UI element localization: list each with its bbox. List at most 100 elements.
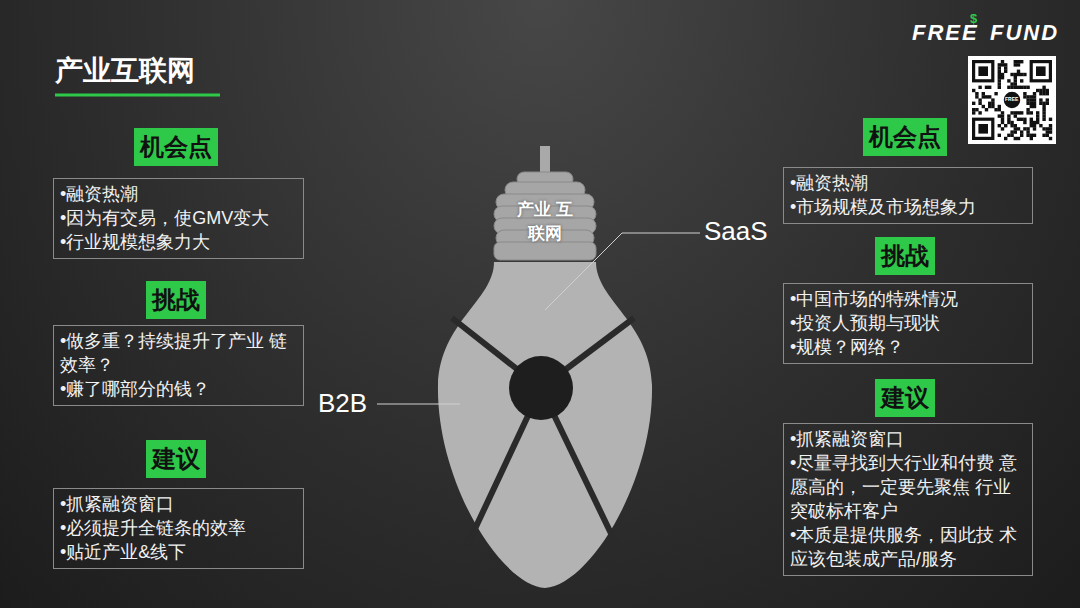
qr-module: [1014, 86, 1017, 89]
qr-module: [975, 95, 978, 98]
qr-module: [985, 95, 988, 98]
qr-module: [998, 82, 1001, 85]
part-label: SaaS: [704, 216, 768, 247]
qr-module: [1007, 118, 1010, 121]
qr-module: [988, 86, 991, 89]
section-heading-box: 挑战: [875, 237, 935, 275]
qr-module: [1014, 82, 1017, 85]
qr-module: [1046, 134, 1049, 137]
qr-logo: [1003, 91, 1021, 109]
qr-module: [1039, 102, 1042, 105]
qr-module: [1046, 98, 1049, 101]
qr-module: [1030, 102, 1033, 105]
qr-module: [1036, 121, 1039, 124]
qr-module: [1014, 137, 1017, 140]
qr-module: [1020, 130, 1023, 133]
qr-module: [1039, 89, 1042, 92]
qr-module: [982, 92, 985, 95]
bullet-list-box: •做多重？持续提升了产业 链效率？•赚了哪部分的钱？: [53, 325, 304, 406]
bullet-item: •投资人预期与现状: [790, 311, 1026, 335]
qr-module: [1036, 111, 1039, 114]
qr-module: [1020, 86, 1023, 89]
qr-module: [1023, 92, 1026, 95]
qr-module: [1042, 92, 1045, 95]
qr-module: [1007, 79, 1010, 82]
qr-module: [1014, 60, 1017, 63]
qr-module: [1020, 60, 1023, 63]
qr-module: [1023, 95, 1026, 98]
bulb-cap-label: 产业 互联网: [513, 198, 577, 246]
qr-module: [998, 76, 1001, 79]
qr-module: [1007, 134, 1010, 137]
qr-module: [985, 108, 988, 111]
section-heading-box: 机会点: [134, 128, 218, 166]
qr-module: [1010, 73, 1013, 76]
qr-module: [1001, 121, 1004, 124]
qr-module: [1049, 124, 1052, 127]
qr-module: [988, 105, 991, 108]
qr-module: [1007, 121, 1010, 124]
section-heading-box: 机会点: [863, 118, 947, 156]
qr-module: [1001, 76, 1004, 79]
heading-text: 挑战: [881, 239, 929, 273]
qr-module: [978, 98, 981, 101]
qr-module: [1046, 130, 1049, 133]
bullet-item: •规模？网络？: [790, 335, 1026, 359]
bullet-item: •贴近产业&线下: [60, 540, 297, 564]
qr-module: [1004, 63, 1007, 66]
bullet-item: •中国市场的特殊情况: [790, 287, 1026, 311]
qr-module: [1026, 98, 1029, 101]
title-underline: [55, 94, 220, 97]
qr-module: [1020, 73, 1023, 76]
qr-module: [1042, 86, 1045, 89]
qr-module: [1026, 111, 1029, 114]
qr-module: [1033, 95, 1036, 98]
qr-module: [1007, 86, 1010, 89]
qr-module: [978, 102, 981, 105]
bullet-list-box: •融资热潮•市场规模及市场想象力: [783, 167, 1033, 224]
logo-text: FUND: [990, 20, 1059, 46]
qr-module: [1001, 60, 1004, 63]
bullet-list-box: •抓紧融资窗口•必须提升全链条的效率•贴近产业&线下: [53, 488, 304, 569]
qr-finder: [978, 66, 988, 76]
qr-module: [975, 108, 978, 111]
qr-module: [1017, 111, 1020, 114]
qr-module: [998, 63, 1001, 66]
bullet-item: •赚了哪部分的钱？: [60, 377, 297, 401]
qr-module: [985, 86, 988, 89]
qr-finder: [1036, 66, 1046, 76]
qr-module: [1010, 134, 1013, 137]
section-heading-box: 建议: [146, 440, 206, 478]
qr-finder: [972, 60, 994, 82]
qr-module: [1014, 73, 1017, 76]
qr-module: [975, 92, 978, 95]
qr-module: [1023, 127, 1026, 130]
qr-module: [1049, 127, 1052, 130]
qr-module: [1049, 130, 1052, 133]
cap-ring: [494, 242, 596, 260]
qr-module: [1023, 118, 1026, 121]
qr-module: [1004, 124, 1007, 127]
qr-module: [1039, 98, 1042, 101]
bullet-item: •做多重？持续提升了产业 链效率？: [60, 329, 297, 377]
qr-module: [1046, 92, 1049, 95]
qr-module: [1042, 111, 1045, 114]
qr-module: [1030, 98, 1033, 101]
qr-module: [1033, 92, 1036, 95]
qr-module: [1017, 73, 1020, 76]
qr-module: [1033, 124, 1036, 127]
bullet-list-box: •中国市场的特殊情况•投资人预期与现状•规模？网络？: [783, 283, 1033, 364]
qr-module: [1023, 86, 1026, 89]
qr-module: [1030, 134, 1033, 137]
qr-module: [1017, 70, 1020, 73]
qr-module: [1017, 127, 1020, 130]
logo-symbol: $: [970, 11, 977, 27]
qr-module: [1042, 105, 1045, 108]
part-label: B2B: [318, 388, 367, 419]
qr-module: [978, 86, 981, 89]
qr-module: [998, 105, 1001, 108]
bulb-center: [509, 356, 573, 420]
qr-module: [1033, 98, 1036, 101]
qr-module: [1026, 102, 1029, 105]
